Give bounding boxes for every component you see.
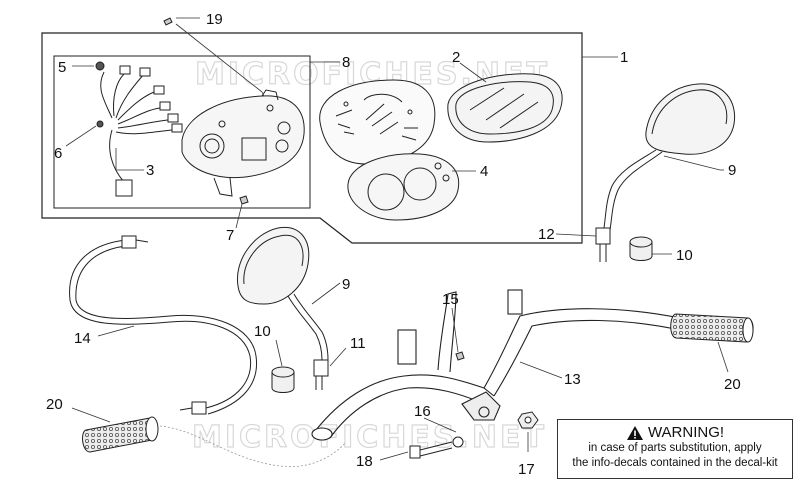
- warning-title-row: WARNING!: [558, 424, 792, 441]
- warning-title: WARNING!: [647, 424, 725, 441]
- callout-9-right: 9: [728, 162, 736, 179]
- mirror-left: [236, 226, 329, 390]
- callout-8: 8: [342, 54, 350, 71]
- callout-19: 19: [206, 11, 223, 28]
- screw-19: [163, 17, 173, 26]
- callout-3: 3: [146, 162, 154, 179]
- callout-5: 5: [58, 59, 66, 76]
- callout-6: 6: [54, 145, 62, 162]
- bushing-right: [629, 236, 653, 261]
- bolt-18: [409, 436, 464, 459]
- callout-20-right: 20: [724, 376, 741, 393]
- callout-10-left: 10: [254, 323, 271, 340]
- speedometer-cable: [69, 235, 258, 415]
- callout-7: 7: [226, 227, 234, 244]
- handlebar: [311, 289, 681, 441]
- instrument-housing: [181, 89, 305, 197]
- callout-4: 4: [480, 163, 488, 180]
- wiring-harness: [95, 61, 183, 197]
- watermark-bottom: MICROFICHES.NET: [192, 420, 547, 455]
- screw-7: [239, 195, 249, 205]
- callout-20-left: 20: [46, 396, 63, 413]
- callout-16: 16: [414, 403, 431, 420]
- warning-triangle-icon: [626, 425, 643, 440]
- instrument-bezel: [347, 153, 460, 221]
- bushing-left: [271, 366, 295, 393]
- nut-17: [517, 411, 539, 429]
- callout-10-right: 10: [676, 247, 693, 264]
- wiring-subassembly-frame: [53, 55, 311, 209]
- callout-12: 12: [538, 226, 555, 243]
- warning-line-1: in case of parts substitution, apply: [588, 442, 762, 454]
- callout-13: 13: [564, 371, 581, 388]
- callout-15: 15: [442, 291, 459, 308]
- warning-line-2: the info-decals contained in the decal-k…: [572, 457, 778, 469]
- callout-2: 2: [452, 49, 460, 66]
- assembly-path: [159, 425, 347, 468]
- screw-15: [455, 351, 465, 361]
- callout-17: 17: [518, 461, 535, 478]
- callout-14: 14: [74, 330, 91, 347]
- mirror-right: [595, 83, 736, 262]
- dial-face: [319, 79, 436, 165]
- callout-1: 1: [620, 49, 628, 66]
- callout-9-left: 9: [342, 276, 350, 293]
- grip-right: [670, 313, 754, 343]
- instrument-lens: [447, 73, 563, 143]
- callout-18: 18: [356, 453, 373, 470]
- callout-11: 11: [350, 335, 366, 352]
- grip-left: [82, 416, 159, 453]
- warning-notice: WARNING! in case of parts substitution, …: [557, 419, 793, 479]
- cluster-assembly-frame: [41, 32, 583, 244]
- leader-lines: [65, 17, 729, 461]
